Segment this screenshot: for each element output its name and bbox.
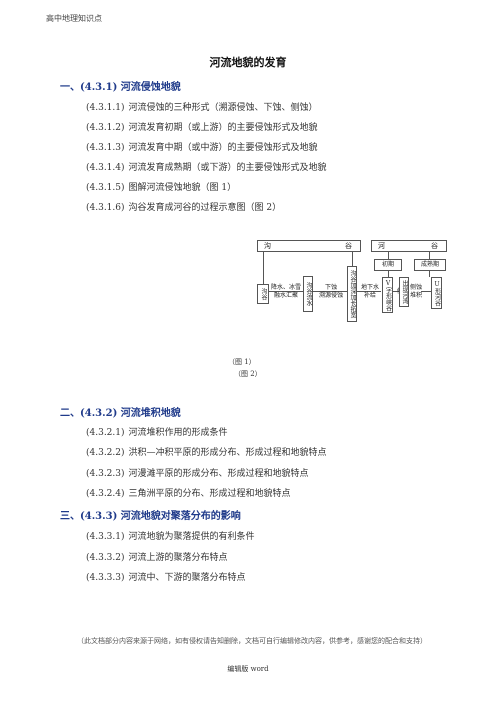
gully-box: 沟谷 <box>257 284 269 304</box>
list-item: (4.3.1.1)河流侵蚀的三种形式（溯源侵蚀、下蚀、侧蚀） <box>86 103 318 113</box>
list-item: (4.3.2.4)三角洲平原的分布、形成过程和地貌特点 <box>86 489 291 499</box>
section-heading-3: 三、(4.3.3) 河流地貌对聚落分布的影响 <box>60 511 241 522</box>
list-item: (4.3.1.3)河流发育中期（或中游）的主要侵蚀形式及地貌 <box>86 143 318 153</box>
gully-extend-box: 沟谷加深加长拓宽 <box>347 266 357 322</box>
deposit-label: 侧蚀 堆积 <box>410 284 423 299</box>
list-item: (4.3.2.1)河流堆积作用的形成条件 <box>86 428 228 438</box>
list-item: (4.3.1.2)河流发育初期（或上游）的主要侵蚀形式及地貌 <box>86 123 318 133</box>
valley-header: 河谷 <box>371 240 447 252</box>
gully-runoff-box: 沟谷流水 <box>303 276 313 312</box>
mature-stage-label: 成熟期 <box>414 259 446 271</box>
list-item: (4.3.1.4)河流发育成熟期（或下游）的主要侵蚀形式及地貌 <box>86 163 327 173</box>
list-item: (4.3.2.3)河漫滩平原的形成分布、形成过程和地貌特点 <box>86 469 309 479</box>
meander-box: 出现河湾 <box>399 277 409 307</box>
list-item: (4.3.3.2)河流上游的聚落分布特点 <box>86 553 228 563</box>
footer-disclaimer: （此文档部分内容来源于网络，如有侵权请告知删除，文档可自行编辑修改内容，供参考，… <box>77 637 427 645</box>
list-item: (4.3.2.2)洪积—冲积平原的形成分布、形成过程和地貌特点 <box>86 448 327 458</box>
down-cut-label: 下蚀 溯源侵蚀 <box>318 284 343 299</box>
header-note: 高中地理知识点 <box>46 14 102 23</box>
page-title: 河流地貌的发育 <box>209 56 287 69</box>
section-heading-1: 一、(4.3.1) 河流侵蚀地貌 <box>60 82 181 93</box>
footer-version: 编辑版 word <box>227 665 269 673</box>
list-item: (4.3.1.6)沟谷发育成河谷的过程示意图（图 2） <box>86 203 282 213</box>
figure-1-caption: （图 1） <box>228 358 256 366</box>
figure-2-caption: （图 2） <box>234 370 262 378</box>
v-valley-box: V字形峡谷 <box>382 277 393 313</box>
list-item: (4.3.3.1)河流地貌为聚落提供的有利条件 <box>86 532 255 542</box>
gully-to-valley-diagram: 沟谷 河谷 初期 成熟期 沟谷 降水、冰雪 融水汇聚 沟谷流水 下蚀 溯源侵蚀 … <box>243 240 449 330</box>
list-item: (4.3.3.3)河流中、下游的聚落分布特点 <box>86 573 246 583</box>
groundwater-label: 地下水 补给 <box>360 284 379 299</box>
list-item: (4.3.1.5)图解河流侵蚀地貌（图 1） <box>86 183 237 193</box>
early-stage-label: 初期 <box>374 259 402 271</box>
gully-header: 沟谷 <box>257 240 361 252</box>
section-heading-2: 二、(4.3.2) 河流堆积地貌 <box>60 408 181 419</box>
rain-snow-label: 降水、冰雪 融水汇聚 <box>271 284 302 299</box>
u-valley-box: U形河谷 <box>431 277 442 309</box>
